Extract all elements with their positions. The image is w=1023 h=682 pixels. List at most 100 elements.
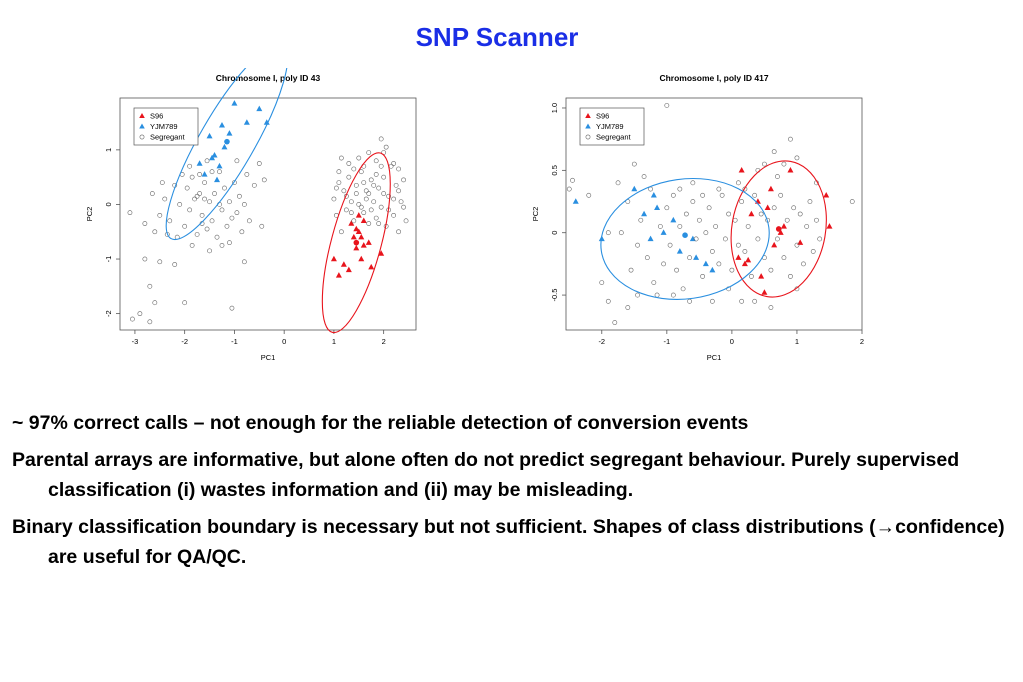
legend-marker-s96 (139, 113, 145, 118)
series-yjm789 (196, 100, 270, 183)
point-segregant (403, 218, 409, 224)
point-segregant (373, 158, 379, 164)
point-segregant (781, 255, 787, 261)
point-segregant (381, 191, 387, 196)
point-segregant (768, 267, 774, 273)
point-s96 (350, 233, 357, 240)
point-segregant (192, 196, 198, 202)
point-segregant (227, 199, 232, 205)
x-tick-label: -2 (598, 337, 605, 346)
centroid-yjm789 (224, 138, 230, 145)
point-segregant (234, 210, 240, 216)
point-segregant (358, 204, 364, 210)
point-segregant (202, 180, 207, 186)
point-segregant (184, 185, 190, 191)
ellipse-yjm789 (165, 68, 289, 241)
point-s96 (358, 255, 365, 262)
point-segregant (348, 210, 354, 216)
legend-label-segregant: Segregant (150, 133, 186, 142)
point-segregant (742, 249, 748, 254)
point-segregant (130, 316, 135, 322)
point-yjm789 (641, 210, 648, 217)
point-segregant (244, 172, 250, 177)
point-segregant (177, 202, 183, 207)
point-segregant (147, 283, 153, 289)
legend-label-yjm789: YJM789 (596, 122, 624, 131)
point-segregant (396, 188, 401, 194)
point-segregant (232, 180, 237, 186)
point-segregant (807, 199, 813, 204)
point-segregant (361, 210, 367, 216)
series-s96 (735, 167, 833, 295)
point-s96 (368, 263, 375, 270)
point-segregant (709, 298, 715, 304)
point-segregant (197, 172, 202, 177)
point-segregant (690, 199, 696, 204)
point-yjm789 (689, 235, 696, 242)
x-tick-label: 0 (730, 337, 734, 346)
point-segregant (726, 211, 732, 217)
point-yjm789 (709, 266, 716, 273)
point-segregant (366, 150, 372, 155)
bullet-parental-arrays: Parental arrays are informative, but alo… (12, 449, 960, 501)
point-segregant (152, 300, 158, 306)
centroid-yjm789 (682, 232, 688, 239)
point-s96 (764, 204, 771, 210)
legend-marker-yjm789 (139, 123, 145, 129)
point-segregant (378, 204, 384, 210)
point-segregant (341, 188, 347, 194)
point-segregant (251, 182, 257, 188)
point-segregant (214, 234, 220, 240)
point-segregant (246, 218, 252, 224)
point-segregant (241, 259, 247, 265)
point-segregant (147, 319, 153, 325)
point-segregant (172, 262, 178, 267)
point-segregant (346, 161, 352, 166)
point-segregant (788, 136, 793, 142)
point-segregant (654, 292, 660, 298)
point-s96 (365, 239, 372, 245)
point-segregant (142, 221, 148, 226)
point-segregant (378, 163, 384, 169)
point-segregant (677, 186, 683, 192)
point-segregant (378, 136, 384, 142)
series-s96 (330, 212, 385, 278)
point-segregant (331, 196, 337, 202)
point-segregant (700, 192, 706, 198)
point-yjm789 (256, 105, 263, 112)
point-segregant (716, 261, 722, 267)
point-segregant (204, 226, 210, 232)
legend-marker-segregant (585, 134, 591, 140)
point-segregant (755, 236, 761, 242)
point-segregant (376, 185, 382, 191)
point-segregant (227, 240, 232, 246)
point-s96 (335, 272, 342, 278)
point-segregant (739, 199, 745, 204)
point-segregant (368, 177, 374, 183)
chart-title: Chromosome I, poly ID 43 (216, 73, 321, 83)
point-segregant (762, 161, 767, 167)
slide-title: SNP Scanner (415, 22, 579, 52)
point-s96 (741, 260, 748, 267)
y-tick-label: -2 (104, 310, 113, 317)
point-yjm789 (221, 143, 228, 150)
point-segregant (189, 174, 195, 180)
point-s96 (758, 273, 765, 279)
point-segregant (797, 211, 803, 217)
point-s96 (353, 225, 360, 232)
ellipse-yjm789 (600, 177, 770, 300)
point-segregant (334, 185, 339, 191)
x-tick-label: -1 (231, 337, 238, 346)
point-segregant (137, 311, 143, 317)
centroid-s96 (353, 239, 360, 246)
point-segregant (638, 217, 644, 223)
point-segregant (628, 267, 634, 273)
point-segregant (687, 298, 693, 304)
point-yjm789 (693, 254, 700, 260)
point-segregant (376, 221, 382, 226)
y-tick-label: 0 (550, 231, 559, 235)
point-segregant (239, 229, 245, 235)
point-yjm789 (231, 100, 238, 106)
point-segregant (229, 215, 235, 221)
point-s96 (738, 167, 745, 173)
